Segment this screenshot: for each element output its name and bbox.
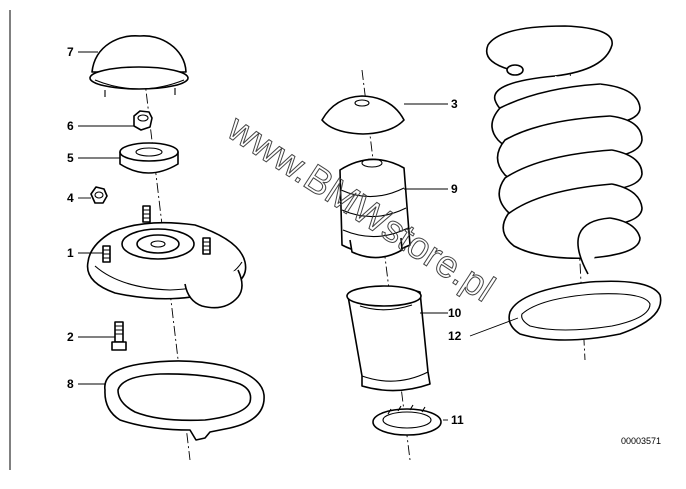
part-9-bump-stop	[339, 158, 411, 259]
diagram-reference-number: 00003571	[621, 436, 661, 446]
right-assembly	[485, 25, 662, 361]
part-2-bolt	[111, 321, 127, 351]
callout-8: 8	[67, 377, 74, 391]
callout-labels: 7 6 5 4 1 2 8 3 9 10 12 11	[67, 45, 464, 427]
part-1-strut-mount	[86, 205, 247, 309]
callout-10: 10	[448, 306, 462, 320]
part-10-protective-tube	[346, 285, 431, 392]
part-3-washer	[321, 95, 405, 135]
callout-3: 3	[451, 97, 458, 111]
part-12-spring-seat	[508, 280, 662, 341]
callout-6: 6	[67, 119, 74, 133]
callout-4: 4	[67, 191, 74, 205]
leader-lines	[78, 51, 519, 421]
part-4-nut	[90, 186, 108, 204]
callout-9: 9	[451, 182, 458, 196]
callout-12: 12	[448, 329, 462, 343]
part-6-nut	[133, 110, 153, 131]
callout-2: 2	[67, 330, 74, 344]
part-11-retainer-ring	[372, 404, 442, 436]
middle-assembly	[321, 69, 442, 461]
callout-7: 7	[67, 45, 74, 59]
watermark: www.BMWstore.pl	[219, 107, 501, 311]
part-5-bearing	[119, 142, 179, 174]
coil-spring	[485, 25, 643, 275]
part-7-dust-cap	[89, 35, 189, 97]
callout-1: 1	[67, 246, 74, 260]
callout-11: 11	[451, 413, 464, 427]
axis-middle	[361, 69, 411, 461]
left-assembly	[86, 35, 265, 461]
callout-5: 5	[67, 151, 74, 165]
part-8-spring-pad	[104, 360, 265, 441]
